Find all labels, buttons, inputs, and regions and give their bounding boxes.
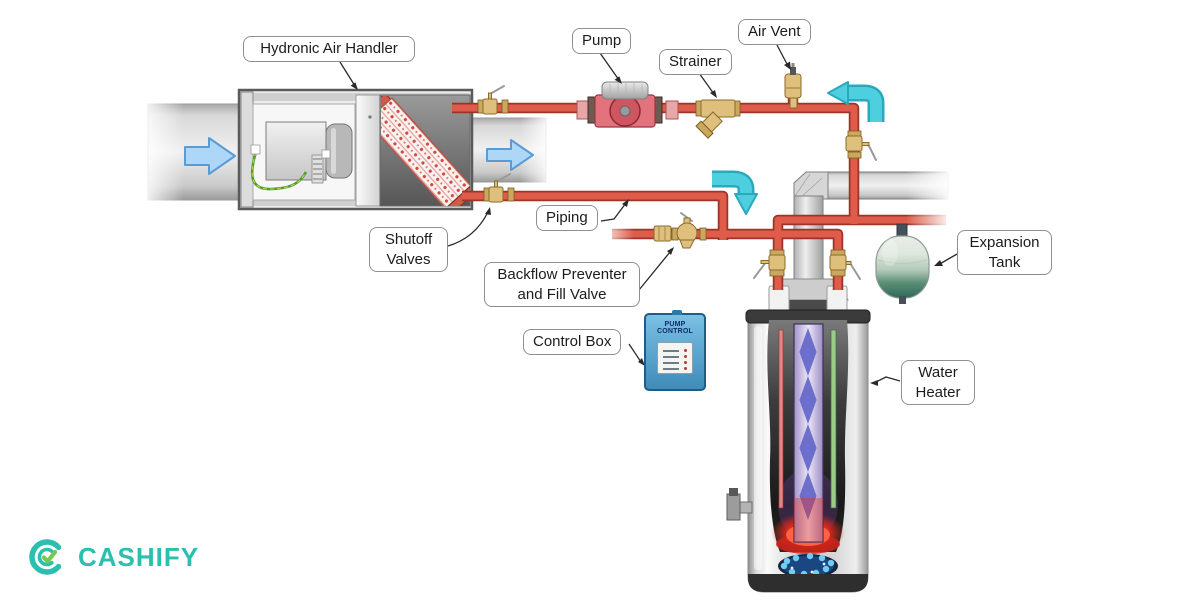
airflow-arrow-left [184,137,236,175]
fill-valve [753,249,786,279]
label-water-heater: Water Heater [901,360,975,405]
shutoff-valve-supply [477,85,509,115]
cashify-logo-icon [29,539,62,575]
flow-arrow-supply [712,170,758,215]
flue-baffle-tube [793,323,824,543]
pump-control-box: PUMP CONTROL [644,310,706,391]
label-expansion-tank: Expansion Tank [957,230,1052,275]
backflow-preventer-valve [671,212,707,249]
brand-text: CASHIFY [78,541,200,572]
pipe-coupling [653,225,672,242]
label-backflow-preventer: Backflow Preventer and Fill Valve [484,262,640,307]
control-box-title: PUMP CONTROL [656,321,693,335]
ground-wire [250,144,331,191]
water-heater-unit [726,278,871,593]
shutoff-valve-return [483,173,515,203]
control-box-indicator-panel [657,342,693,374]
label-hydronic-air-handler: Hydronic Air Handler [243,36,415,62]
hydronic-air-handler-unit [237,88,474,211]
flow-arrow-return [827,81,885,122]
blower-assembly [265,121,353,184]
circulator-pump [576,81,679,128]
label-piping: Piping [536,205,598,231]
pipe-fade-left [598,226,634,242]
label-control-box: Control Box [523,329,622,355]
anode-rod [830,329,837,509]
dip-tube [778,329,784,509]
label-strainer: Strainer [659,49,732,75]
label-shutoff-valves: Shutoff Valves [369,227,448,272]
label-air-vent: Air Vent [738,19,811,45]
shutoff-valve-outlet [829,249,861,280]
check-icon [41,549,58,564]
shutoff-valve-riser [845,130,877,161]
expansion-tank-unit [875,223,930,304]
cashify-logo: CASHIFY [26,536,199,578]
drain-valve [726,488,753,521]
label-pump: Pump [572,28,632,54]
y-strainer [695,99,741,139]
leader-lines [339,44,958,386]
airflow-arrow-right [486,139,534,171]
pipe-fade-right [906,162,952,236]
control-box-tab [672,310,682,315]
air-vent-device [784,63,802,109]
